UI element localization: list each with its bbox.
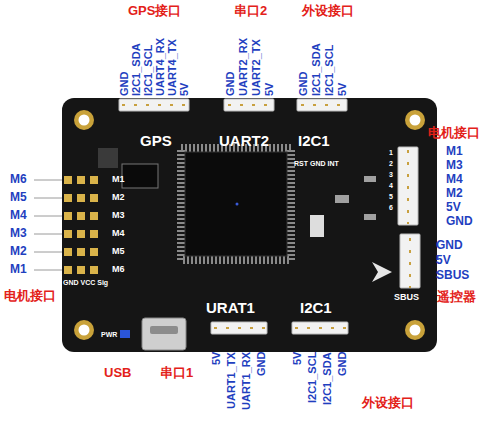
section-title: 电机接口 (4, 289, 56, 303)
pin-label: UART4_TX (166, 39, 178, 96)
silkscreen-label: M5 (112, 247, 125, 257)
silkscreen-label: M3 (112, 211, 125, 221)
silkscreen-label: 2 (389, 160, 393, 168)
pin-label: I2C1_SCL (323, 45, 335, 96)
pin-label: 5V (210, 352, 222, 365)
silkscreen-label: GND VCC Sig (63, 279, 108, 287)
pin-label: GND (446, 215, 473, 228)
pin-label: I2C1_SDA (130, 43, 142, 96)
silkscreen-label: 3 (389, 171, 393, 179)
silkscreen-label: M2 (112, 193, 125, 203)
pin-label: GND (255, 352, 267, 376)
pin-label: M3 (446, 159, 463, 172)
section-title: 遥控器 (437, 290, 476, 304)
pin-label: M6 (10, 173, 27, 186)
pin-label: GND (118, 72, 130, 96)
silkscreen-label: GPS (140, 133, 172, 150)
pin-label: M2 (446, 187, 463, 200)
pin-label: 5V (263, 83, 275, 96)
silkscreen-label: UART2 (219, 133, 269, 150)
silkscreen-label: 5 (389, 193, 393, 201)
pin-label: M1 (10, 263, 27, 276)
pin-label: 5V (291, 352, 303, 365)
silkscreen-label: 6 (389, 204, 393, 212)
pin-label: I2C1_SDA (321, 352, 333, 405)
pin-label: UART1_RX (240, 352, 252, 410)
pin-label: M1 (446, 145, 463, 158)
silkscreen-label: RST GND INT (294, 160, 339, 168)
pin-label: I2C1_SCL (142, 45, 154, 96)
silkscreen-label: I2C1 (298, 133, 330, 150)
pin-label: M4 (10, 209, 27, 222)
silkscreen-label: SBUS (394, 293, 419, 303)
section-title: 外设接口 (302, 4, 354, 18)
silkscreen-label: M1 (112, 175, 125, 185)
pin-label: GND (224, 72, 236, 96)
pin-label: M2 (10, 245, 27, 258)
section-title: 串口1 (160, 366, 193, 380)
pin-label: UART2_TX (250, 39, 262, 96)
silkscreen-label: M4 (112, 229, 125, 239)
silkscreen-label: I2C1 (300, 300, 332, 317)
silkscreen-label: M6 (112, 265, 125, 275)
section-title: USB (104, 366, 131, 380)
pin-label: 5V (436, 254, 451, 267)
pin-label: SBUS (436, 269, 469, 282)
pin-label: 5V (178, 83, 190, 96)
pin-label: UART1_TX (225, 352, 237, 409)
pin-label: GND (297, 72, 309, 96)
pin-label: 5V (336, 83, 348, 96)
pin-label: GND (336, 352, 348, 376)
pin-label: I2C1_SCL (306, 352, 318, 403)
silkscreen-label: PWR (101, 331, 117, 339)
section-title: GPS接口 (128, 4, 181, 18)
silkscreen-label: 1 (389, 149, 393, 157)
section-title: 外设接口 (362, 396, 414, 410)
pin-label: M3 (10, 227, 27, 240)
pin-label: 5V (446, 201, 461, 214)
section-title: 电机接口 (428, 126, 480, 140)
silkscreen-label: 4 (389, 182, 393, 190)
pin-label: I2C1_SDA (310, 43, 322, 96)
pin-label: UART4_RX (154, 38, 166, 96)
pin-label: M5 (10, 191, 27, 204)
section-title: 串口2 (234, 4, 267, 18)
pin-label: UART2_RX (237, 38, 249, 96)
pin-label: GND (436, 239, 463, 252)
silkscreen-label: URAT1 (206, 300, 255, 317)
pin-label: M4 (446, 173, 463, 186)
